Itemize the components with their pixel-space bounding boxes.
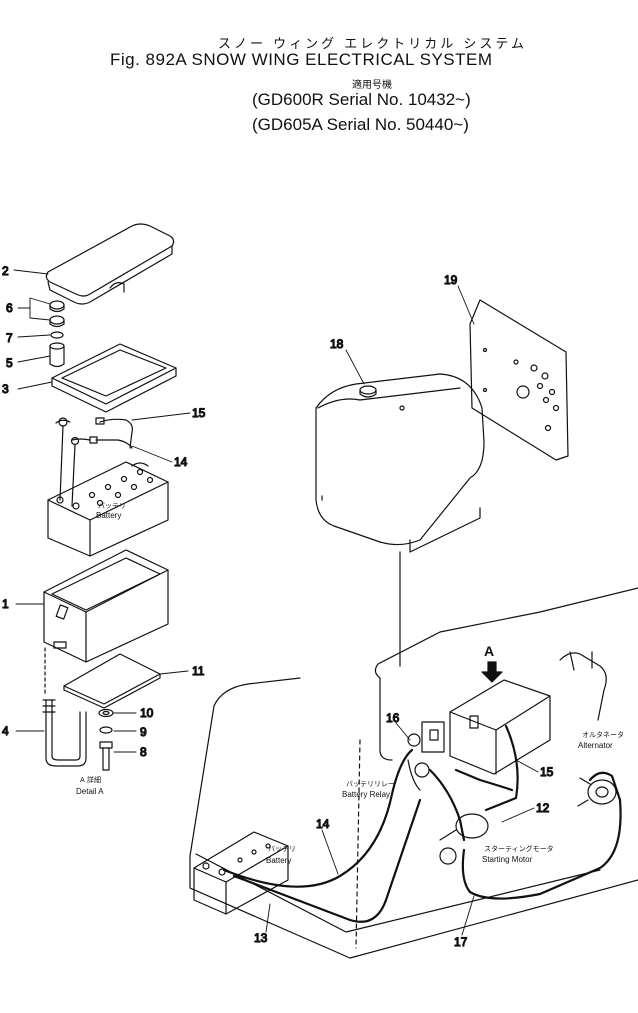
callout-1: 1 [2,597,9,611]
j-bolt [42,699,87,767]
detail-a-label-en: Detail A [76,787,104,796]
callout-18: 18 [330,337,344,351]
view-a-letter: A [484,643,494,659]
wiring-harness [222,724,622,923]
machine-battery-box [449,679,551,775]
battery-case [43,549,169,663]
starting-motor-label-jp: スターティングモータ [484,844,554,853]
callout-6: 6 [6,301,13,315]
upper-battery [47,461,169,557]
callout-11: 11 [192,664,205,678]
alternator [577,777,617,807]
callout-17: 17 [454,935,468,949]
alternator-label-jp: オルタネータ [582,730,624,739]
callout-16: 16 [386,711,400,725]
mounting-plate [469,299,569,461]
callout-15-lower: 15 [540,765,554,779]
applicability-label: 適用号機 [352,80,392,91]
callout-19: 19 [444,273,458,287]
lower-battery [193,831,289,915]
machine-frame [189,587,638,959]
callout-3: 3 [2,382,9,396]
callout-15-upper: 15 [192,406,206,420]
callout-7: 7 [6,331,13,345]
callout-14-upper: 14 [174,455,188,469]
upper-battery-label-en: Battery [96,511,121,520]
starting-motor-label-en: Starting Motor [482,855,533,864]
bottom-plate [63,653,161,709]
callout-8: 8 [140,745,147,759]
serial-gd600r: (GD600R Serial No. 10432~) [252,90,471,109]
battery-box-cover [315,373,485,553]
callout-leaders [13,269,539,936]
callout-13: 13 [254,931,268,945]
hold-down-frame [51,343,177,413]
callout-5: 5 [6,356,13,370]
fastener-stack [98,708,114,771]
callout-12: 12 [536,801,550,815]
callout-4: 4 [2,724,9,738]
title-japanese: スノー ウィング エレクトリカル システム [218,37,528,52]
callout-2: 2 [2,264,9,278]
callout-14-lower: 14 [316,817,330,831]
battery-cover [45,223,175,305]
battery-relay-label-en: Battery Relay [342,790,390,799]
lower-battery-label-jp: バッテリ [268,845,296,853]
callout-9: 9 [140,725,147,739]
detail-a-label-jp: A 詳細 [80,775,101,784]
battery-relay-label-jp: バッテリリレー [346,780,395,788]
starting-motor [439,813,489,865]
view-a-arrow [481,661,503,683]
battery-relay [407,721,445,791]
serial-gd605a: (GD605A Serial No. 50440~) [252,115,469,134]
upper-battery-label-jp: バッテリ [98,502,126,510]
figure-title: Fig. 892A SNOW WING ELECTRICAL SYSTEM [110,50,493,69]
nut-stack [49,300,65,368]
lower-battery-label-en: Battery [266,856,291,865]
alternator-label-en: Alternator [578,741,613,750]
battery-cables [55,417,133,507]
callout-10: 10 [140,706,154,720]
